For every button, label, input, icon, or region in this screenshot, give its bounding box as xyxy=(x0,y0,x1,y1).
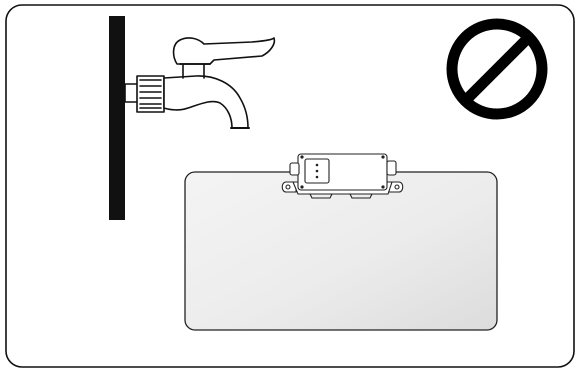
mounting-panel xyxy=(184,171,498,331)
prohibition-sign-icon xyxy=(446,18,548,120)
junction-box-icon xyxy=(281,153,404,199)
wall-pipe xyxy=(109,16,125,220)
water-faucet-icon xyxy=(124,37,276,129)
